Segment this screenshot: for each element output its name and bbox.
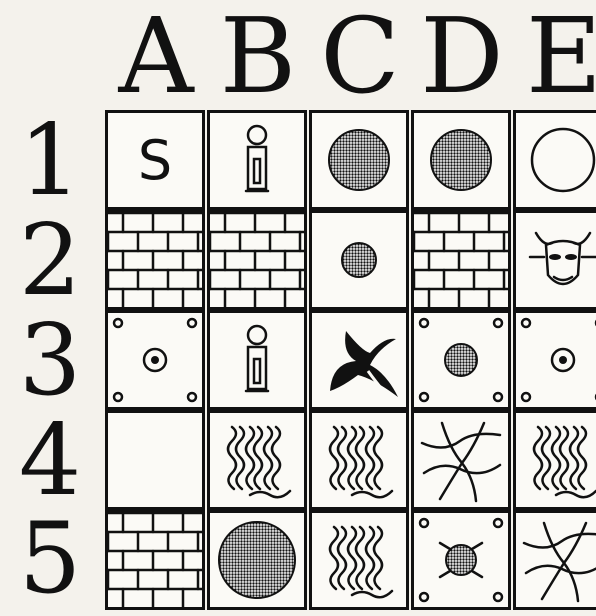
cell-label: S [108, 113, 202, 207]
column-header-a: A [105, 6, 207, 106]
wavy-water-icon [312, 513, 406, 607]
board-cell-b4[interactable] [207, 410, 307, 510]
board-cell-a1[interactable]: S [105, 110, 205, 210]
board-cell-d2[interactable] [411, 210, 511, 310]
bolted-plate-ring-icon [516, 313, 596, 407]
row-header-3: 3 [0, 312, 100, 410]
column-header-d: D [411, 6, 513, 106]
column-headers: A B C D E [105, 6, 596, 106]
board-cell-c5[interactable] [309, 510, 409, 610]
small-pit-icon [312, 213, 406, 307]
bolted-plate-pit-icon [414, 313, 508, 407]
brick-wall-icon [108, 213, 202, 307]
board-cell-e1[interactable] [513, 110, 596, 210]
huge-pit-icon [210, 513, 304, 607]
row-header-1: 1 [0, 112, 100, 210]
column-header-c: C [309, 6, 411, 106]
large-pit-icon [312, 113, 406, 207]
board-cell-c3[interactable] [309, 310, 409, 410]
brick-wall-icon [210, 213, 304, 307]
row-header-2: 2 [0, 212, 100, 310]
board-cell-c4[interactable] [309, 410, 409, 510]
brick-wall-icon [108, 513, 202, 607]
board-cell-e5[interactable] [513, 510, 596, 610]
board-cell-e4[interactable] [513, 410, 596, 510]
wavy-water-icon [516, 413, 596, 507]
column-header-e: E [513, 6, 596, 106]
cracked-ground-icon [414, 413, 508, 507]
minotaur-head-icon [516, 213, 596, 307]
brick-wall-icon [414, 213, 508, 307]
board-cell-b2[interactable] [207, 210, 307, 310]
cracked-ground-icon [516, 513, 596, 607]
row-header-5: 5 [0, 510, 100, 608]
player-figure-icon [210, 313, 304, 407]
empty-circle-icon [516, 113, 596, 207]
large-pit-icon [414, 113, 508, 207]
column-header-b: B [207, 6, 309, 106]
board-cell-b1[interactable] [207, 110, 307, 210]
board-cell-e3[interactable] [513, 310, 596, 410]
wavy-water-icon [210, 413, 304, 507]
board-cell-a2[interactable] [105, 210, 205, 310]
board-cell-c2[interactable] [309, 210, 409, 310]
board-cell-b3[interactable] [207, 310, 307, 410]
board-cell-a4[interactable] [105, 410, 205, 510]
bolted-plate-ring-icon [108, 313, 202, 407]
board-cell-d5[interactable] [411, 510, 511, 610]
board-grid: S [105, 110, 596, 610]
board-cell-b5[interactable] [207, 510, 307, 610]
vortex-icon [312, 313, 406, 407]
board-cell-a3[interactable] [105, 310, 205, 410]
board-cell-d3[interactable] [411, 310, 511, 410]
board-cell-c1[interactable] [309, 110, 409, 210]
board-cell-a5[interactable] [105, 510, 205, 610]
player-figure-icon [210, 113, 304, 207]
board-cell-d1[interactable] [411, 110, 511, 210]
wavy-water-icon [312, 413, 406, 507]
row-header-4: 4 [0, 412, 100, 510]
board-cell-e2[interactable] [513, 210, 596, 310]
board-cell-d4[interactable] [411, 410, 511, 510]
spiked-plate-pit-icon [414, 513, 508, 607]
